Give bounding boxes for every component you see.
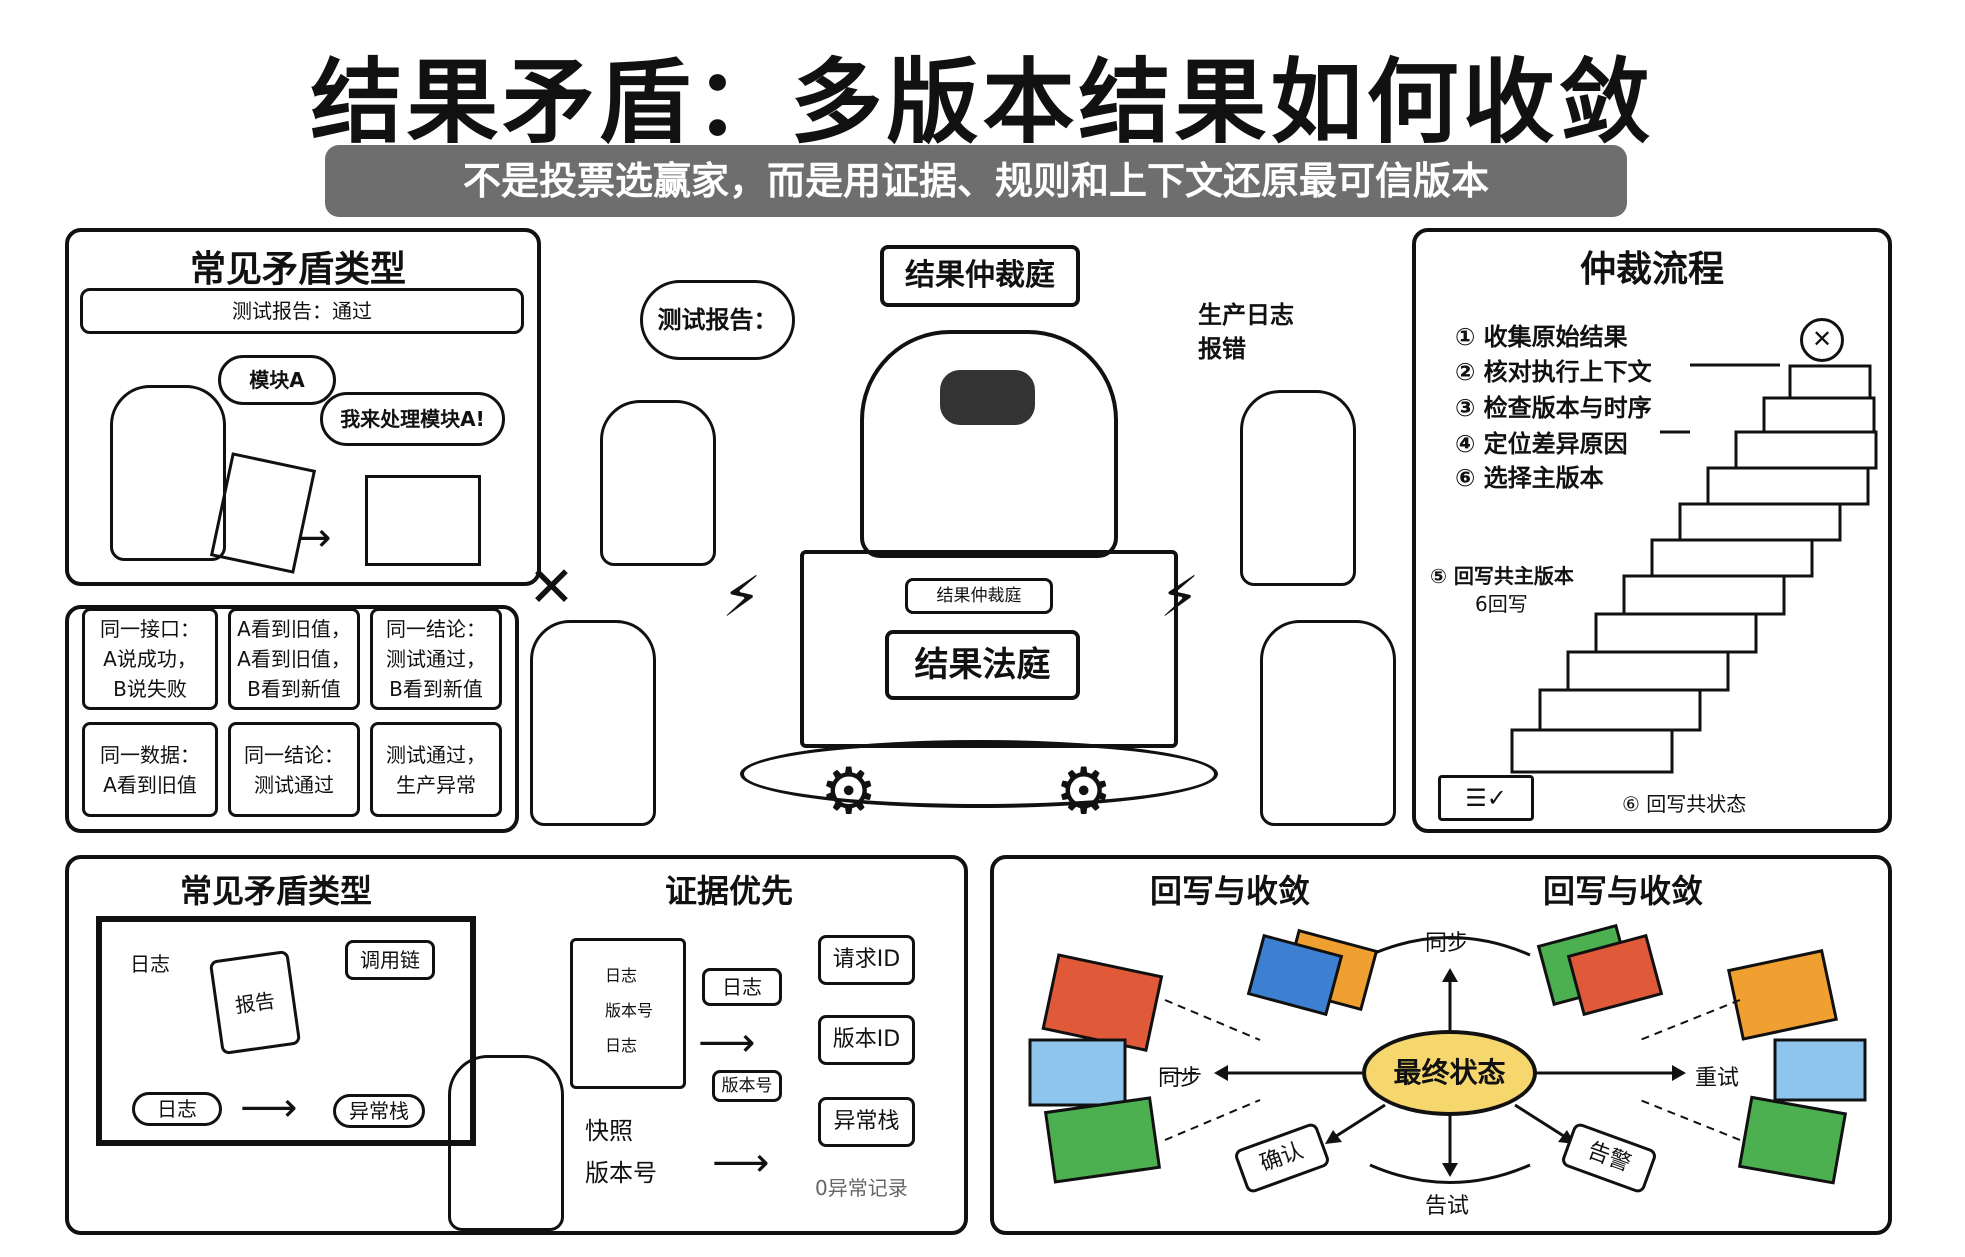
version-id-box: 版本ID (818, 1015, 915, 1065)
bubble-handle-module-a: 我来处理模块A! (320, 392, 505, 446)
test-report-bar: 测试报告：通过 (80, 288, 524, 334)
card-old-new-value: A看到旧值， A看到旧值， B看到新值 (228, 608, 360, 710)
request-id-box: 请求ID (818, 935, 915, 985)
step-5-writeback-b: 6回写 (1475, 592, 1528, 616)
card-same-conclusion: 同一结论： 测试通过， B看到新值 (370, 608, 502, 710)
clipboard (570, 938, 686, 1089)
label-test-bottom: 告试 (1425, 1194, 1470, 1219)
arrow-icon: ⟶ (712, 1140, 770, 1186)
robot-left-top (110, 385, 226, 561)
step-3: ③ 检查版本与时序 (1455, 394, 1652, 422)
arrow-icon: ⟶ (240, 1085, 298, 1131)
writeback-title-left: 回写与收敛 (1150, 872, 1311, 910)
board-tag-callchain: 调用链 (345, 940, 435, 980)
robot-megaphone-bottom (530, 620, 656, 826)
judge-robot (860, 330, 1118, 558)
snapshot-version-label: 快照 版本号 (585, 1117, 657, 1187)
robot-megaphone-top (600, 400, 716, 566)
evidence-panel-title: 常见矛盾类型 (180, 872, 373, 910)
card-same-interface: 同一接口： A说成功， B说失败 (82, 608, 218, 710)
card-same-data: 同一数据： A看到旧值 (82, 722, 218, 817)
evidence-board (96, 916, 476, 1146)
clipboard-line-1: 日志 (605, 966, 638, 985)
court-sign: 结果仲裁庭 (880, 245, 1080, 307)
gear-icon-2: ⚙ (1055, 755, 1113, 829)
bubble-module-a: 模块A (218, 355, 336, 405)
x-mark-icon: ✕ (528, 555, 575, 620)
arbitration-flow-title: 仲裁流程 (1580, 249, 1725, 290)
robot-magnifier-bottom (1260, 620, 1396, 826)
board-bottom-log: 日志 (132, 1092, 222, 1126)
page-title: 结果矛盾：多版本结果如何收敛 (310, 49, 1655, 156)
gear-icon: ⚙ (820, 755, 878, 829)
stack-trace-box: 异常栈 (818, 1097, 915, 1147)
podium-small-plate: 结果仲裁庭 (905, 578, 1053, 614)
step-4: ④ 定位差异原因 (1455, 430, 1628, 458)
final-state-oval: 最终状态 (1362, 1030, 1537, 1116)
label-sync-top: 同步 (1425, 931, 1470, 956)
clipboard-line-2: 版本号 (605, 1001, 654, 1020)
robot-magnifier-top (1240, 390, 1356, 586)
conflict-types-title: 常见矛盾类型 (190, 249, 407, 290)
lightning-icon-2: ⚡ (1160, 565, 1200, 630)
evidence-first-title: 证据优先 (665, 872, 794, 910)
step-6: ⑥ 选择主版本 (1455, 464, 1604, 492)
close-circle-icon: ✕ (1800, 318, 1844, 362)
bottom-note: 0异常记录 (815, 1176, 908, 1200)
step-1: ① 收集原始结果 (1455, 323, 1628, 351)
podium-base (740, 740, 1218, 808)
mid-log-box: 日志 (702, 968, 782, 1006)
chart-sketch (365, 475, 481, 566)
label-retry-right: 重试 (1695, 1066, 1740, 1091)
step-5-writeback: ⑤ 回写共主版本 (1430, 564, 1574, 588)
card-prod-error: 测试通过， 生产异常 (370, 722, 502, 817)
arrow-icon: → (298, 515, 332, 561)
board-label-log: 日志 (130, 952, 170, 976)
step-2: ② 核对执行上下文 (1455, 358, 1652, 386)
podium-plate: 结果法庭 (885, 630, 1080, 700)
arbitration-flow-panel (1412, 228, 1892, 833)
judge-face (940, 370, 1035, 425)
mid-version-box: 版本号 (712, 1070, 782, 1102)
checklist-icon: ☰✓ (1438, 775, 1534, 821)
subtitle-bar: 不是投票选赢家，而是用证据、规则和上下文还原最可信版本 (325, 145, 1627, 217)
card-same-conclusion-2: 同一结论： 测试通过 (228, 722, 360, 817)
label-sync-left: 同步 (1158, 1066, 1203, 1091)
robot-magnifier-evidence (448, 1055, 564, 1231)
bubble-test-report: 测试报告： (640, 280, 795, 360)
board-bottom-stack: 异常栈 (333, 1094, 425, 1128)
lightning-icon: ⚡ (722, 565, 762, 630)
writeback-title-right: 回写与收敛 (1543, 872, 1704, 910)
clipboard-line-3: 日志 (605, 1036, 638, 1055)
arrow-icon: ⟶ (698, 1020, 756, 1066)
prod-log-label: 生产日志 报错 (1198, 301, 1294, 363)
step-6-writeback-state: ⑥ 回写共状态 (1622, 792, 1747, 816)
